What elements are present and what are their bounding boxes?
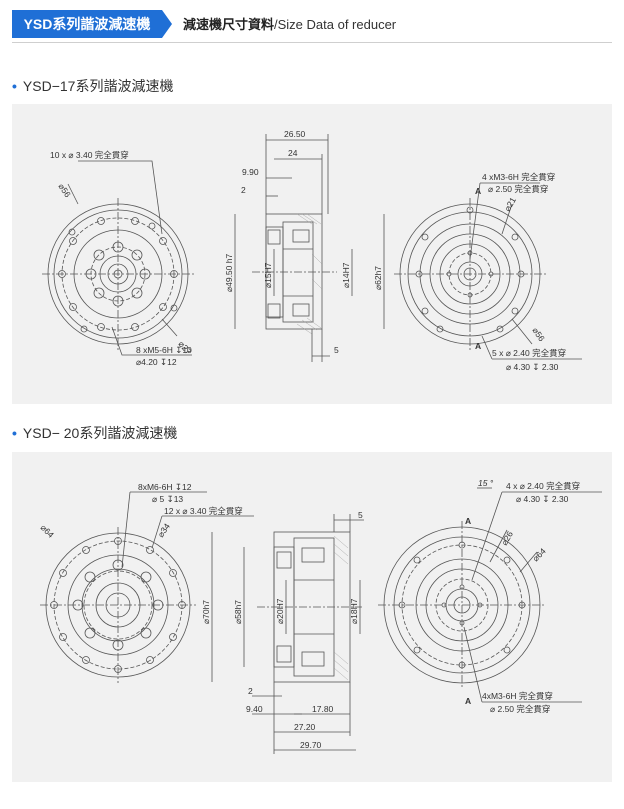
dim-label: 2	[248, 686, 253, 696]
tab-notch	[162, 10, 172, 38]
technical-drawing-ysd20: 8xM6-6H ↧12 ⌀ 5 ↧13 12 x ⌀ 3.40 完全貫穿 ⌀34…	[39, 478, 602, 754]
dim-label: ⌀49.50 h7	[224, 254, 234, 292]
dim-label: 24	[288, 148, 298, 158]
side-view	[257, 531, 362, 683]
dim-label: 5	[334, 345, 339, 355]
dim-label: ⌀56	[56, 181, 73, 199]
dim-label: ⌀ 4.30 ↧ 2.30	[506, 362, 559, 372]
dim-label: ⌀56	[530, 325, 547, 343]
section-mark: A	[475, 341, 481, 351]
drawing-panel-ysd20: 8xM6-6H ↧12 ⌀ 5 ↧13 12 x ⌀ 3.40 完全貫穿 ⌀34…	[12, 452, 612, 782]
dim-label: ⌀ 4.30 ↧ 2.30	[516, 494, 569, 504]
dim-label: 17.80	[312, 704, 334, 714]
dim-label: 5 x ⌀ 2.40 完全貫穿	[492, 348, 566, 358]
dim-label: ⌀ 2.50 完全貫穿	[488, 184, 548, 194]
section-mark: A	[465, 516, 471, 526]
dim-label: 26.50	[284, 129, 306, 139]
dim-label: 4 x ⌀ 2.40 完全貫穿	[506, 481, 580, 491]
section-title-text: YSD− 20系列諧波減速機	[22, 425, 178, 441]
dim-label: ⌀15H7	[263, 262, 273, 288]
technical-drawing-ysd17: 10 x ⌀ 3.40 完全貫穿 ⌀56 ⌀27 8 xM5-6H ↧10 ⌀4…	[42, 129, 582, 372]
dim-label: 9.40	[246, 704, 263, 714]
dim-label: ⌀26	[499, 529, 515, 547]
dim-label: 5	[358, 510, 363, 520]
dim-label: 12 x ⌀ 3.40 完全貫穿	[164, 506, 243, 516]
dim-label: 15 °	[478, 478, 494, 488]
dim-label: ⌀21	[502, 195, 518, 213]
section-mark: A	[475, 186, 481, 196]
drawing-panel-ysd17: 10 x ⌀ 3.40 完全貫穿 ⌀56 ⌀27 8 xM5-6H ↧10 ⌀4…	[12, 104, 612, 404]
dim-label: 8 xM5-6H ↧10	[136, 345, 192, 355]
dim-label: ⌀18H7	[349, 598, 359, 624]
dim-label: ⌀64	[530, 546, 548, 564]
dim-label: ⌀58h7	[233, 600, 243, 624]
dim-label: 10 x ⌀ 3.40 完全貫穿	[50, 150, 129, 160]
section-title-ysd20: • YSD− 20系列諧波減速機	[12, 423, 177, 443]
side-hatch	[296, 213, 323, 335]
breadcrumb: 減速機尺寸資料/Size Data of reducer	[183, 12, 396, 38]
breadcrumb-cn: 減速機尺寸資料	[183, 17, 275, 32]
rear-view	[378, 521, 546, 689]
section-title-text: YSD−17系列諧波減速機	[22, 78, 174, 94]
section-mark: A	[465, 696, 471, 706]
front-view	[42, 198, 194, 350]
side-view	[252, 213, 337, 330]
dim-label: ⌀70h7	[201, 600, 211, 624]
header-divider	[12, 42, 612, 43]
dim-label: ⌀34	[155, 521, 172, 539]
series-tab[interactable]: YSD系列諧波減速機	[12, 10, 162, 38]
dim-label: ⌀4.20 ↧12	[136, 357, 177, 367]
dim-label: 29.70	[300, 740, 322, 750]
dim-label: ⌀20H7	[275, 598, 285, 624]
front-view	[40, 527, 196, 683]
dim-label: 2	[241, 185, 246, 195]
rear-view	[394, 198, 546, 350]
section-title-ysd17: • YSD−17系列諧波減速機	[12, 76, 173, 96]
dim-label: 9.90	[242, 167, 259, 177]
bullet-icon: •	[12, 425, 17, 441]
dim-label: ⌀64	[39, 522, 57, 540]
dim-label: 27.20	[294, 722, 316, 732]
dim-label: ⌀62h7	[373, 266, 383, 290]
dim-label: ⌀ 5 ↧13	[152, 494, 183, 504]
breadcrumb-en: /Size Data of reducer	[274, 17, 397, 32]
dim-label: 4xM3-6H 完全貫穿	[482, 691, 553, 701]
side-hatch	[333, 535, 349, 681]
dim-label: ⌀14H7	[341, 262, 351, 288]
bullet-icon: •	[12, 78, 17, 94]
dim-label: 4 xM3-6H 完全貫穿	[482, 172, 555, 182]
dim-label: 8xM6-6H ↧12	[138, 482, 192, 492]
front-holes	[58, 217, 178, 333]
page-header: YSD系列諧波減速機 減速機尺寸資料/Size Data of reducer	[0, 0, 624, 46]
dim-label: ⌀ 2.50 完全貫穿	[490, 704, 550, 714]
